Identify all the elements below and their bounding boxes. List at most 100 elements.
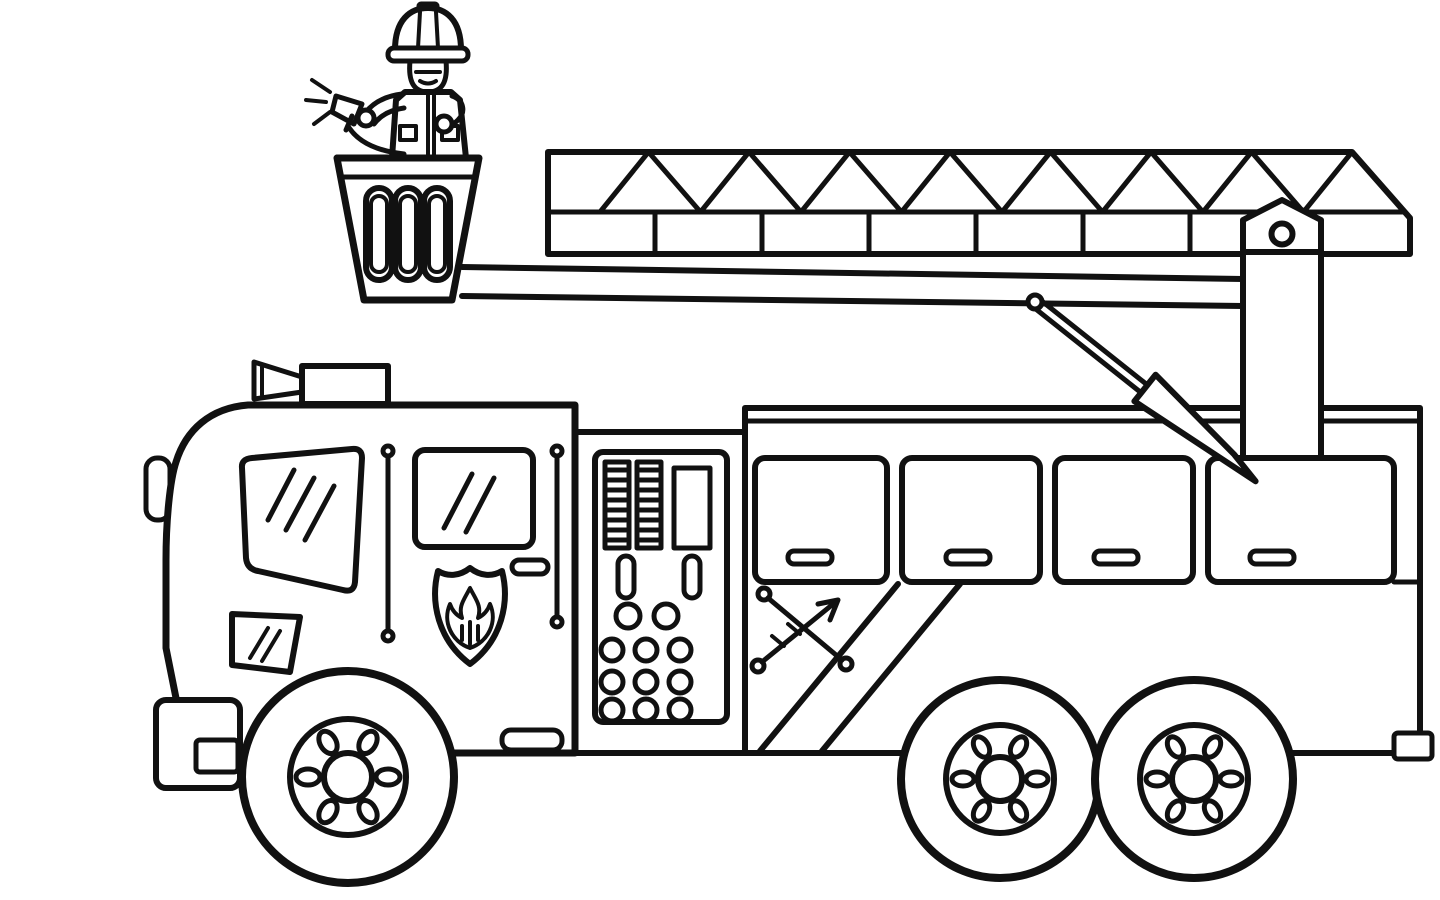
firefighter	[304, 1, 471, 161]
bucket-slot-inner	[369, 194, 389, 274]
water-spray-lines	[304, 78, 332, 126]
hydraulics	[1025, 292, 1259, 485]
front-wheel	[238, 667, 458, 887]
trim-dot	[549, 443, 565, 459]
ladder-rung-dividers	[652, 209, 1300, 257]
panel-button	[666, 696, 694, 724]
compartment-handle-2	[943, 548, 993, 567]
lower-window	[229, 611, 303, 675]
aerial-bucket	[333, 154, 483, 304]
ladder-support-column	[1240, 197, 1324, 461]
compartment-handle-3	[1091, 548, 1141, 567]
wheel-lug	[1201, 798, 1224, 824]
wheel-lug	[316, 797, 340, 826]
trim-dot	[549, 614, 565, 630]
wheel-lug	[1164, 734, 1187, 760]
panel-button	[632, 696, 660, 724]
flame-hatching	[460, 620, 480, 646]
pump-section	[572, 429, 748, 756]
rear-wheel-1	[897, 676, 1103, 882]
wheel-lug	[373, 766, 403, 788]
panel-button	[666, 668, 694, 696]
cab	[143, 359, 579, 791]
visor-line	[414, 70, 442, 86]
boom-arm-top-rail	[459, 264, 1246, 282]
boom-arm	[459, 264, 1246, 309]
helmet-ridges	[416, 10, 440, 50]
compartment-handle-1	[785, 548, 835, 567]
roof-light-bar	[299, 363, 391, 407]
jacket-pocket-left	[398, 124, 418, 142]
emblem-ticks	[770, 622, 802, 648]
wheel-hub	[975, 754, 1025, 804]
ladder-truss-uprights	[646, 149, 1306, 215]
wheel-lug	[1217, 769, 1245, 789]
gauge-1	[602, 459, 632, 551]
wheel-lug	[949, 769, 977, 789]
emblem-dot	[755, 585, 773, 603]
hose-nozzle-icon	[329, 93, 365, 127]
panel-button	[598, 696, 626, 724]
emblem-line-a	[759, 597, 841, 665]
bumper-plate	[193, 737, 241, 775]
door-window	[412, 447, 536, 550]
windshield	[238, 445, 365, 594]
wheel-rim	[943, 722, 1057, 836]
gauge-display	[671, 465, 713, 551]
bucket-slot-inner	[398, 194, 418, 274]
cab-body	[162, 401, 579, 757]
wheel-lug	[1201, 734, 1224, 760]
crossed-tools-emblem	[749, 585, 855, 675]
wheel-lug	[293, 766, 323, 788]
gauge-2-stripes	[637, 467, 661, 543]
hydraulic-rod	[1029, 295, 1158, 402]
panel-button	[598, 668, 626, 696]
hose-line	[345, 123, 407, 157]
bucket-slot-inner	[427, 194, 447, 274]
side-step	[499, 727, 565, 753]
column-post	[1240, 249, 1324, 461]
control-knob-2	[681, 553, 703, 601]
wheel-rim	[287, 716, 409, 838]
panel-button	[651, 601, 681, 631]
tire	[1091, 676, 1297, 882]
rear-body	[742, 405, 1435, 762]
wheel-lug	[356, 728, 380, 757]
wheel-lug	[1007, 734, 1030, 760]
tire	[238, 667, 458, 887]
wheel-lug	[970, 798, 993, 824]
wheel-lug	[1007, 798, 1030, 824]
glove-left	[355, 107, 377, 129]
pump-control-panel	[592, 449, 730, 725]
glove-right	[433, 113, 455, 135]
emblem-dot	[837, 655, 855, 673]
flame-icon	[445, 586, 495, 650]
rear-step	[1391, 730, 1435, 762]
compartment-handle-4	[1247, 548, 1297, 567]
boom-arm-bottom-rail	[459, 293, 1246, 309]
compartment-door-3	[1052, 455, 1196, 585]
wheel-lug	[1143, 769, 1171, 789]
helmet-icon	[392, 5, 464, 53]
panel-button	[632, 668, 660, 696]
rear-wheel-2	[1091, 676, 1297, 882]
trim-dot	[380, 628, 396, 644]
wheel-lugs	[1143, 734, 1245, 824]
wheel-lug	[1023, 769, 1051, 789]
wheel-lug	[356, 797, 380, 826]
emblem-dot	[749, 657, 767, 675]
trim-dot	[380, 443, 396, 459]
face	[407, 58, 449, 95]
wheel-lugs	[293, 728, 403, 826]
flame-shield-emblem	[432, 565, 508, 667]
panel-button	[613, 601, 643, 631]
panel-button	[632, 636, 660, 664]
wheel-hub	[1169, 754, 1219, 804]
diagonal-stripe	[757, 581, 963, 754]
aerial-ladder	[545, 149, 1413, 257]
lower-window-glare	[248, 626, 282, 663]
panel-buttons	[598, 601, 694, 724]
rod-pivot	[1025, 292, 1045, 312]
wheel-lug	[316, 728, 340, 757]
